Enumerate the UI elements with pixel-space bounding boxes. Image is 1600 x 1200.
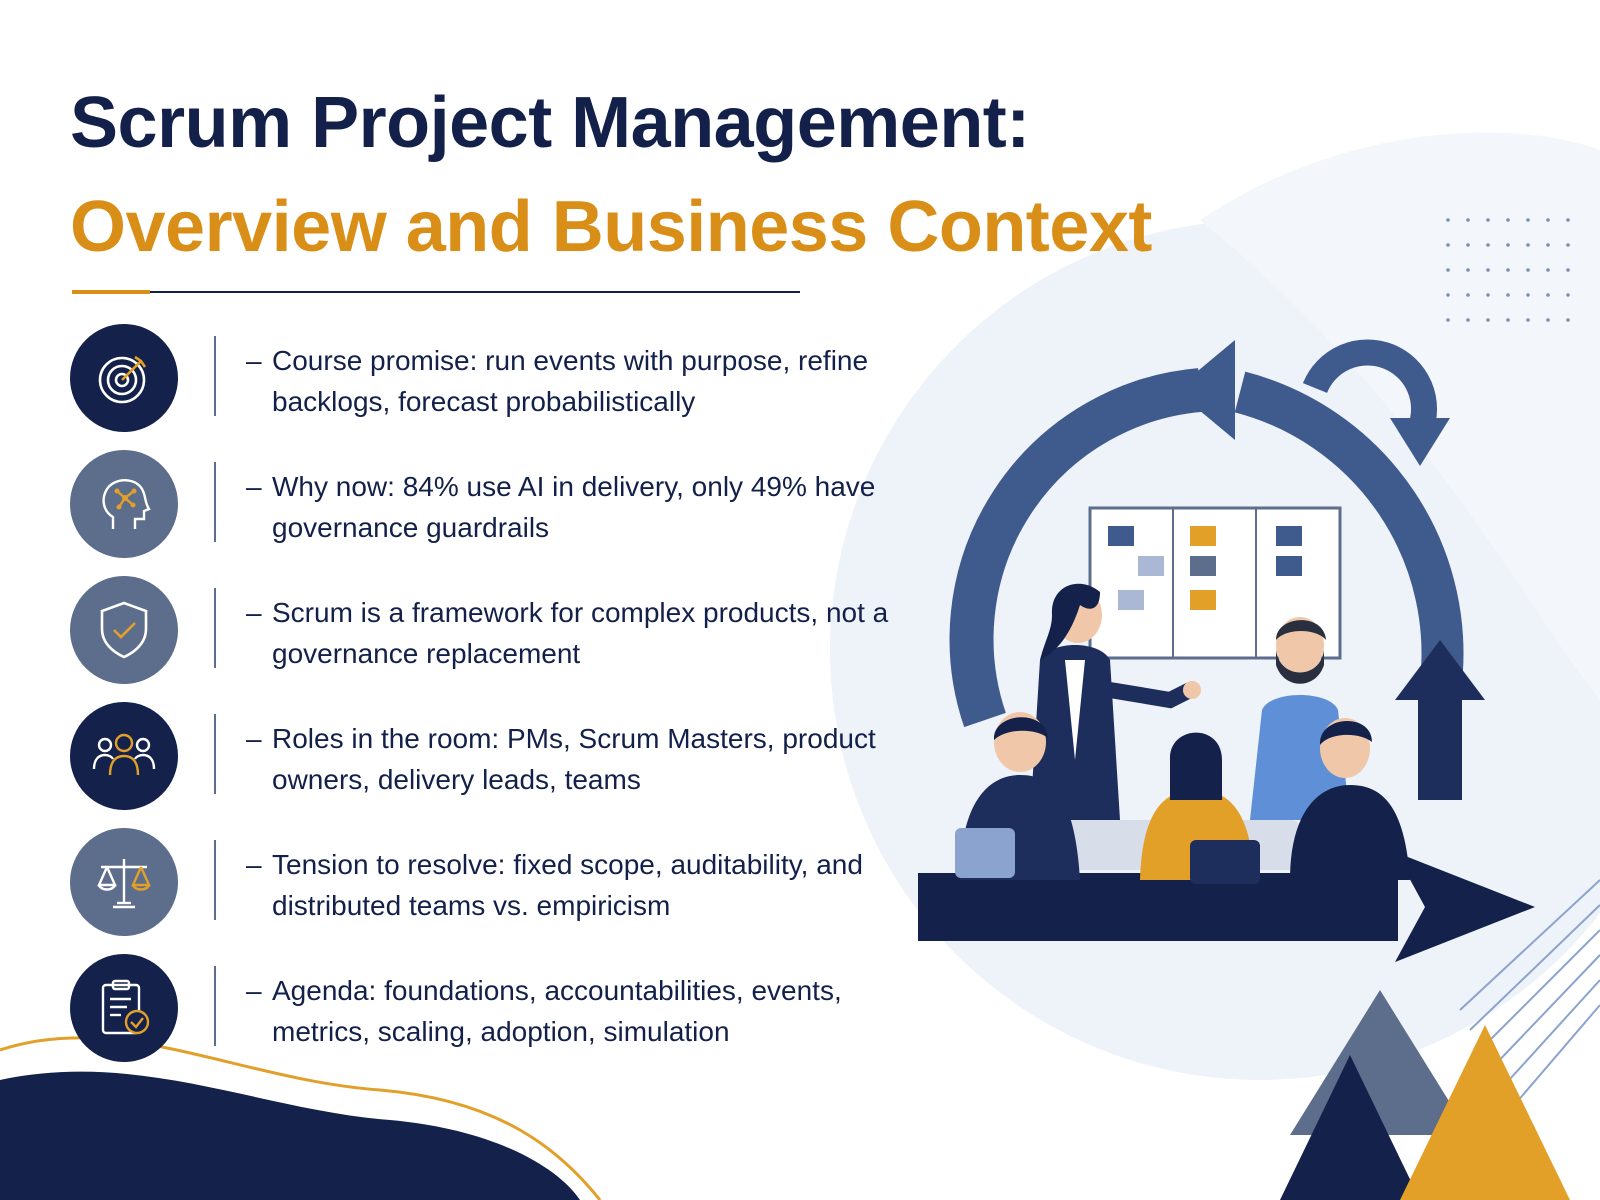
item-body: Tension to resolve: fixed scope, auditab…	[272, 849, 863, 921]
triangle-navy	[1280, 1055, 1420, 1200]
row-separator	[214, 588, 216, 668]
item-body: Roles in the room: PMs, Scrum Masters, p…	[272, 723, 876, 795]
bullet-dash: –	[246, 597, 262, 628]
list-item: – Roles in the room: PMs, Scrum Masters,…	[70, 698, 890, 818]
list-item: – Course promise: run events with purpos…	[70, 320, 890, 440]
list-item: – Scrum is a framework for complex produ…	[70, 572, 890, 692]
target-icon	[98, 355, 147, 404]
title-accent-rule	[72, 290, 150, 294]
bullet-dash: –	[246, 471, 262, 502]
head-network-icon-badge	[70, 450, 178, 558]
item-text: – Roles in the room: PMs, Scrum Masters,…	[246, 718, 906, 800]
item-body: Agenda: foundations, accountabilities, e…	[272, 975, 842, 1047]
bottom-wave	[0, 1071, 580, 1200]
dot-grid	[1446, 218, 1570, 322]
list-item: – Tension to resolve: fixed scope, audit…	[70, 824, 890, 944]
team-icon-badge	[70, 702, 178, 810]
row-separator	[214, 714, 216, 794]
diagonal-hatch	[1459, 879, 1600, 1111]
team-icon	[92, 733, 156, 776]
item-body: Course promise: run events with purpose,…	[272, 345, 869, 417]
title-divider	[150, 291, 800, 293]
bullet-dash: –	[246, 723, 262, 754]
list-item: – Why now: 84% use AI in delivery, only …	[70, 446, 890, 566]
bullet-dash: –	[246, 345, 262, 376]
shield-check-icon	[100, 601, 148, 659]
scales-icon-badge	[70, 828, 178, 936]
item-text: – Why now: 84% use AI in delivery, only …	[246, 466, 906, 548]
row-separator	[214, 840, 216, 920]
scales-icon	[97, 859, 151, 909]
head-network-icon	[102, 479, 151, 529]
row-separator	[214, 462, 216, 542]
item-text: – Scrum is a framework for complex produ…	[246, 592, 906, 674]
list-item: – Agenda: foundations, accountabilities,…	[70, 950, 890, 1070]
row-separator	[214, 336, 216, 416]
triangle-gold	[1400, 1025, 1570, 1200]
clipboard-check-icon	[101, 979, 150, 1035]
page-subtitle: Overview and Business Context	[70, 187, 1152, 267]
clipboard-check-icon-badge	[70, 954, 178, 1062]
item-text: – Tension to resolve: fixed scope, audit…	[246, 844, 906, 926]
item-body: Scrum is a framework for complex product…	[272, 597, 889, 669]
item-text: – Course promise: run events with purpos…	[246, 340, 906, 422]
page-title: Scrum Project Management:	[70, 83, 1030, 163]
item-body: Why now: 84% use AI in delivery, only 49…	[272, 471, 876, 543]
bullet-dash: –	[246, 849, 262, 880]
shield-check-icon-badge	[70, 576, 178, 684]
bullet-dash: –	[246, 975, 262, 1006]
target-icon-badge	[70, 324, 178, 432]
item-text: – Agenda: foundations, accountabilities,…	[246, 970, 906, 1052]
row-separator	[214, 966, 216, 1046]
